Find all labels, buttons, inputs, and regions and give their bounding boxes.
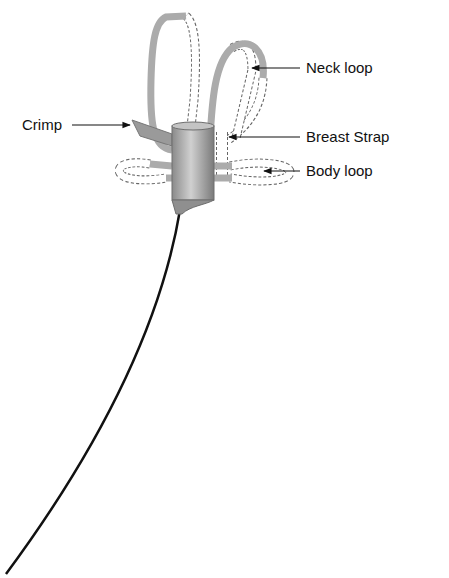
breast-strap-label: Breast Strap [306, 129, 389, 146]
neck-loop-label: Neck loop [306, 60, 373, 77]
leader-arrows [72, 68, 300, 171]
leash-line [6, 210, 180, 574]
crimp-tab [132, 120, 172, 146]
crimp-label: Crimp [22, 117, 62, 134]
crimp-sleeve [172, 122, 214, 214]
body-loop-label: Body loop [306, 163, 373, 180]
